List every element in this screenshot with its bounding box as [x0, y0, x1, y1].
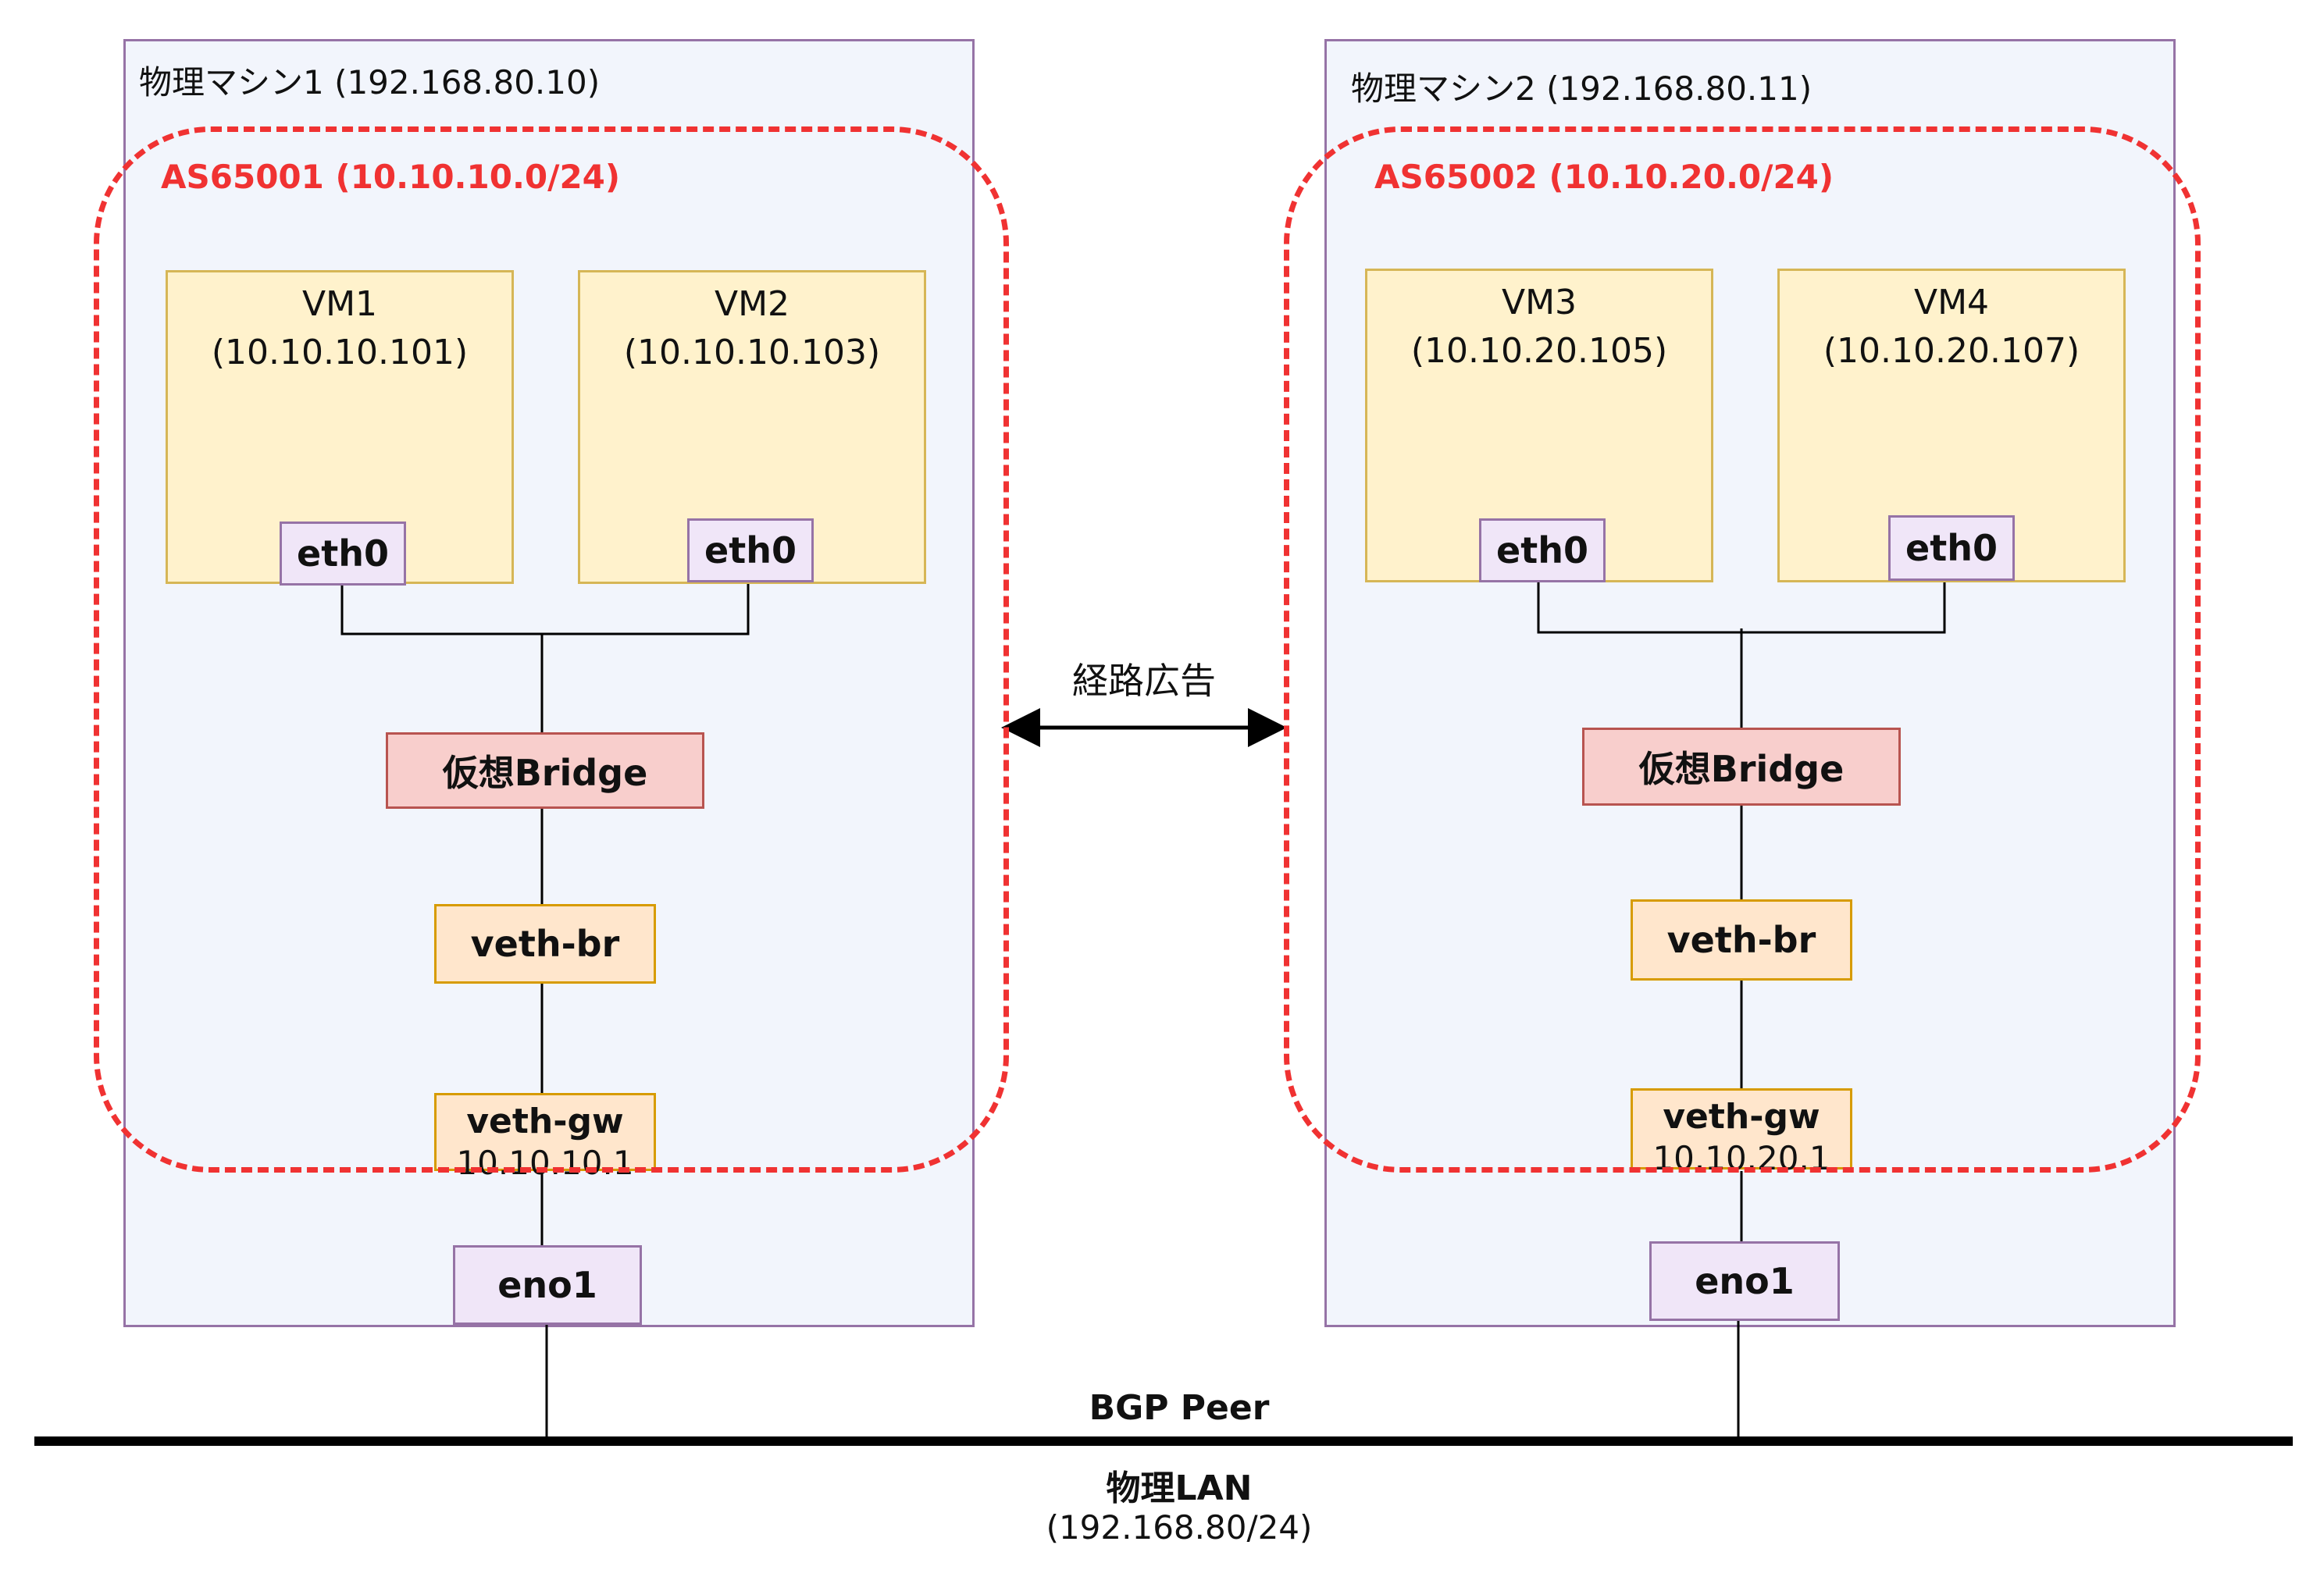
vm3-eth0: eth0: [1479, 518, 1606, 582]
as65001-region: [94, 126, 1009, 1173]
eno1-nic-1: eno1: [453, 1245, 642, 1325]
vm1-eth0: eth0: [280, 522, 406, 586]
route-advertisement-label: 経路広告: [1072, 660, 1216, 702]
physical-machine-2-label: 物理マシン2 (192.168.80.11): [1351, 69, 1813, 108]
as65001-label: AS65001 (10.10.10.0/24): [161, 158, 621, 196]
physical-machine-1-label: 物理マシン1 (192.168.80.10): [139, 63, 601, 101]
veth-gw-1-ip: 10.10.10.1: [456, 1144, 634, 1182]
veth-gw-2: veth-gw 10.10.20.1: [1631, 1088, 1852, 1177]
vm4-name: VM4: [1913, 283, 1990, 322]
vm2-name: VM2: [714, 284, 790, 324]
vm2-ip: (10.10.10.103): [623, 332, 881, 372]
as65002-region: [1284, 126, 2201, 1173]
vm4-ip: (10.10.20.107): [1823, 330, 2080, 371]
link-vm4-eth0: [1741, 581, 1946, 634]
link-vm1-eth0: [340, 584, 542, 635]
bgp-peer-label: BGP Peer: [1089, 1388, 1270, 1428]
link-vm3-eth0: [1537, 582, 1741, 634]
veth-br-1: veth-br: [434, 904, 656, 984]
vm3-name: VM3: [1501, 283, 1577, 322]
link-vm2-eth0: [542, 584, 750, 635]
virtual-bridge-1: 仮想Bridge: [386, 732, 704, 809]
vm2-eth0: eth0: [687, 518, 814, 582]
physical-lan-label: 物理LAN: [1106, 1468, 1253, 1508]
physical-lan-subnet: (192.168.80/24): [1046, 1508, 1313, 1547]
vm1-ip: (10.10.10.101): [211, 332, 469, 372]
veth-gw-2-name: veth-gw: [1663, 1097, 1820, 1137]
as65002-label: AS65002 (10.10.20.0/24): [1374, 158, 1834, 196]
vm4-eth0: eth0: [1888, 515, 2015, 581]
veth-gw-1-name: veth-gw: [466, 1102, 624, 1141]
veth-br-2: veth-br: [1631, 899, 1852, 981]
vm3-ip: (10.10.20.105): [1410, 330, 1668, 371]
vm1-name: VM1: [301, 284, 378, 324]
eno1-nic-2: eno1: [1649, 1241, 1840, 1321]
veth-gw-1: veth-gw 10.10.10.1: [434, 1093, 656, 1182]
virtual-bridge-2: 仮想Bridge: [1582, 728, 1901, 806]
